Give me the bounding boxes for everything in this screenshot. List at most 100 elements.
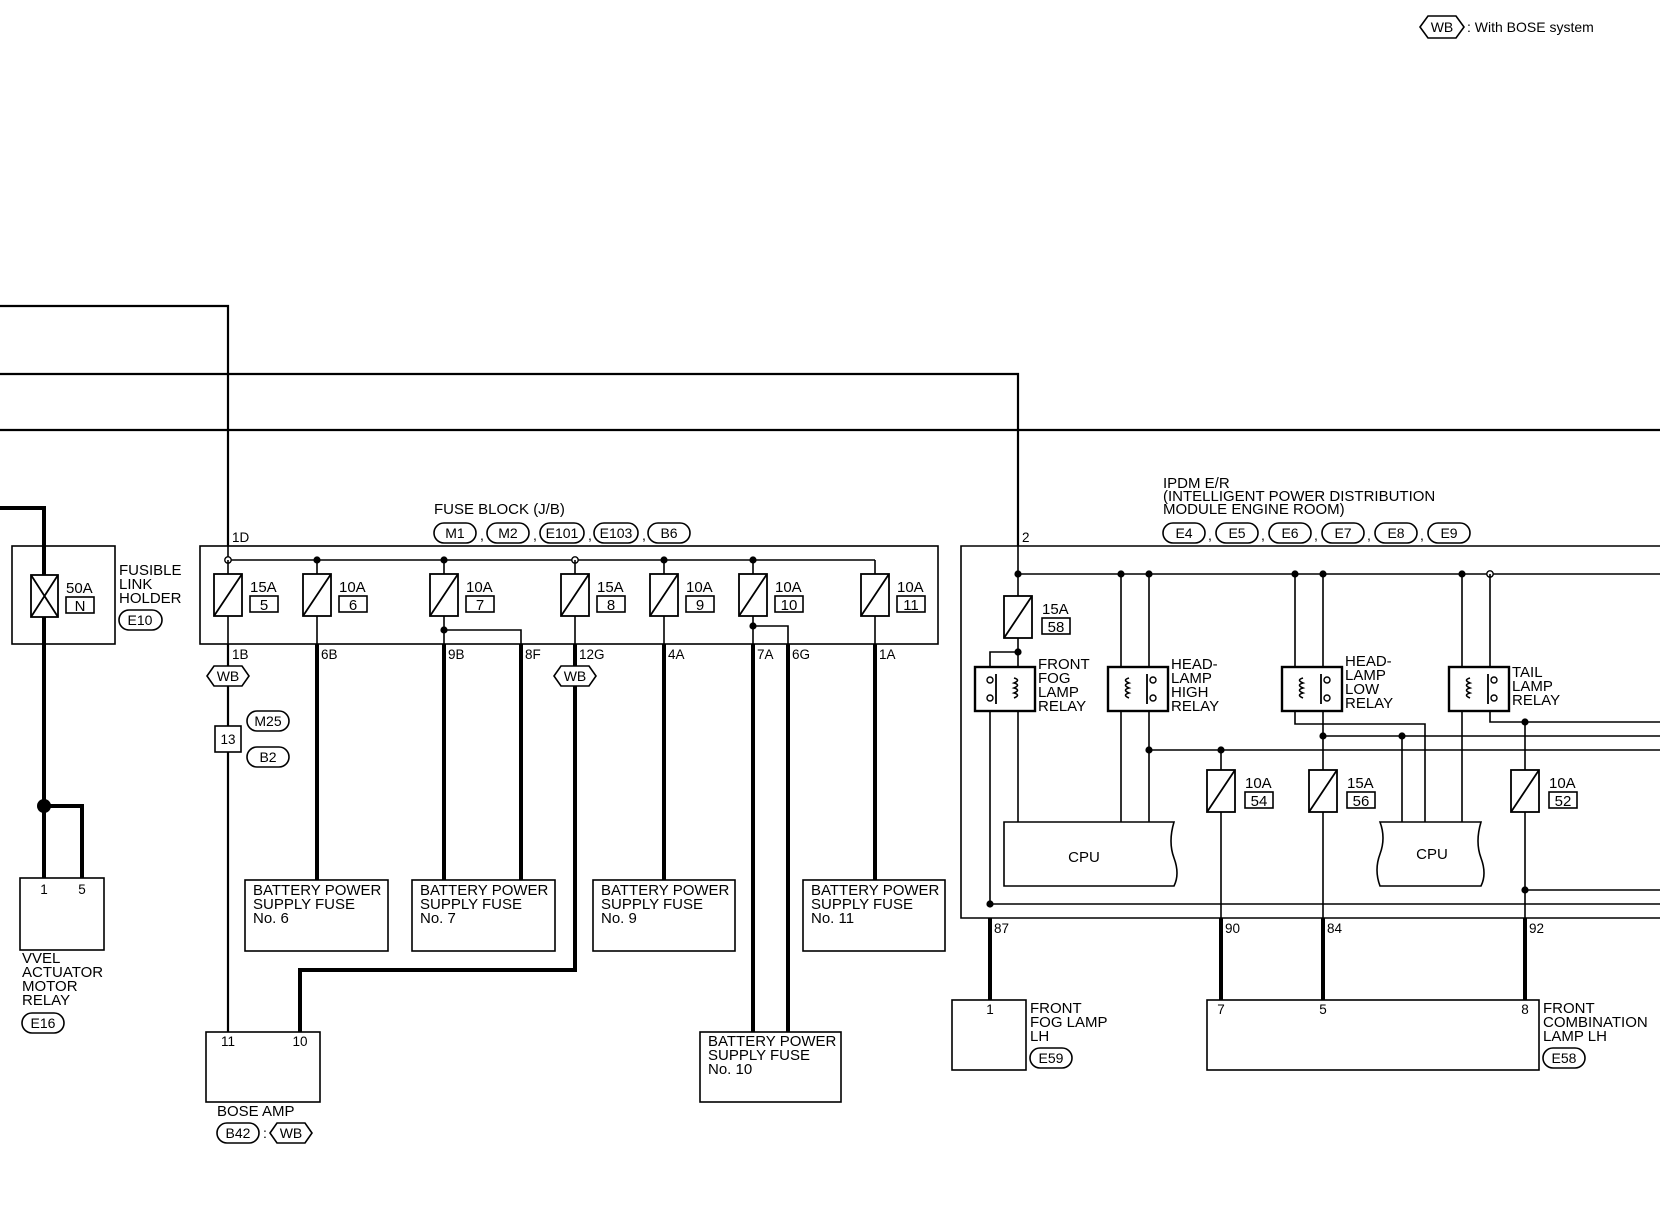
fuse-number: 6 bbox=[349, 597, 357, 614]
bf-line: BATTERY POWER bbox=[420, 882, 549, 899]
fb-pin: 9B bbox=[448, 647, 465, 662]
joint-conn-b2: B2 bbox=[259, 749, 276, 765]
front-fog-lamp-lh: 1 FRONT FOG LAMP LH E59 bbox=[951, 999, 1108, 1071]
relay-label: HEAD- bbox=[1171, 656, 1218, 673]
fuse-block: FUSE BLOCK (J/B) M1 , M2 , E101 , E103 ,… bbox=[199, 501, 939, 662]
fusible-link-label-2: LINK bbox=[119, 576, 152, 593]
bose-pin-10: 10 bbox=[292, 1034, 307, 1049]
battery-fuse-no7: BATTERY POWER SUPPLY FUSE No. 7 bbox=[411, 879, 556, 952]
comma: , bbox=[1420, 527, 1424, 543]
fuse-number: 54 bbox=[1251, 793, 1268, 810]
fb-fuse-7: 10A 7 bbox=[429, 573, 495, 617]
fb-conn-e101: E101 bbox=[546, 525, 579, 541]
fb-fuse-9: 10A 9 bbox=[649, 573, 715, 617]
fuse-number: 10 bbox=[781, 597, 798, 614]
fb-fuse-5: 15A 5 bbox=[213, 573, 279, 617]
main-wires bbox=[0, 304, 1660, 806]
relay-label: TAIL bbox=[1512, 664, 1543, 681]
relay-front-fog: FRONT FOG LAMP RELAY bbox=[973, 656, 1090, 715]
cpu-label: CPU bbox=[1068, 849, 1100, 866]
battery-fuse-no9: BATTERY POWER SUPPLY FUSE No. 9 bbox=[592, 879, 736, 952]
ipdm-title: IPDM E/R bbox=[1163, 475, 1230, 492]
fuse-number: 52 bbox=[1555, 793, 1572, 810]
fb-pin: 7A bbox=[757, 647, 774, 662]
relay-label: HEAD- bbox=[1345, 653, 1392, 670]
ipdm-output-wires bbox=[988, 918, 1527, 1000]
fuse-number: 9 bbox=[696, 597, 704, 614]
ipdm-conn: E5 bbox=[1228, 525, 1245, 541]
cpu-2: CPU bbox=[1376, 821, 1485, 887]
vvel-connector: E16 bbox=[31, 1015, 56, 1031]
fb-fuse-11: 10A 11 bbox=[860, 573, 926, 617]
fb-pin: 6G bbox=[792, 647, 810, 662]
relay-headlamp-high: HEAD- LAMP HIGH RELAY bbox=[1106, 656, 1219, 715]
fusible-link-connector: E10 bbox=[128, 612, 153, 628]
fb-pin: 1A bbox=[879, 647, 896, 662]
relay-label: LAMP bbox=[1512, 678, 1553, 695]
comma: , bbox=[533, 527, 537, 543]
combo-label: FRONT bbox=[1543, 1000, 1595, 1017]
relay-label: FOG bbox=[1038, 670, 1071, 687]
fuse-rating: 15A bbox=[250, 579, 277, 596]
fuse-rating: 15A bbox=[597, 579, 624, 596]
joint-conn-m25: M25 bbox=[254, 713, 281, 729]
bose-tag: WB bbox=[280, 1125, 303, 1141]
bf-line: No. 10 bbox=[708, 1061, 752, 1078]
relay-label: FRONT bbox=[1038, 656, 1090, 673]
comma: , bbox=[642, 527, 646, 543]
comma: , bbox=[588, 527, 592, 543]
relay-label: RELAY bbox=[1345, 695, 1393, 712]
battery-fuse-no10: BATTERY POWER SUPPLY FUSE No. 10 bbox=[699, 1031, 842, 1103]
fuse-rating: 10A bbox=[897, 579, 924, 596]
bf-line: BATTERY POWER bbox=[253, 882, 382, 899]
relay-headlamp-low: HEAD- LAMP LOW RELAY bbox=[1280, 653, 1393, 713]
fuse-block-connectors: M1 , M2 , E101 , E103 , B6 bbox=[433, 522, 691, 544]
ipdm-pin: 84 bbox=[1327, 921, 1343, 936]
relay-label: LAMP bbox=[1171, 670, 1212, 687]
fog-label: LH bbox=[1030, 1028, 1049, 1045]
ipdm-connectors: E4 , E5 , E6 , E7 , E8 , E9 bbox=[1162, 522, 1471, 544]
ipdm-conn: E9 bbox=[1440, 525, 1457, 541]
combo-pin: 7 bbox=[1217, 1002, 1225, 1017]
combo-pin: 8 bbox=[1521, 1002, 1529, 1017]
combo-label: LAMP LH bbox=[1543, 1028, 1607, 1045]
bose-label: BOSE AMP bbox=[217, 1103, 295, 1120]
fb-conn-m1: M1 bbox=[445, 525, 465, 541]
fb-pin: 1B bbox=[232, 647, 249, 662]
wb-mark-2: WB bbox=[564, 668, 587, 684]
battery-fuse-no11: BATTERY POWER SUPPLY FUSE No. 11 bbox=[802, 879, 946, 952]
vvel-label-3: MOTOR bbox=[22, 978, 78, 995]
bf-line: SUPPLY FUSE bbox=[420, 896, 522, 913]
bf-line: BATTERY POWER bbox=[601, 882, 730, 899]
fuse-rating: 10A bbox=[1245, 775, 1272, 792]
fog-label: FRONT bbox=[1030, 1000, 1082, 1017]
ipdm-pin: 87 bbox=[994, 921, 1009, 936]
bf-line: No. 9 bbox=[601, 910, 637, 927]
fb-pin: 6B bbox=[321, 647, 338, 662]
fb-pin: 4A bbox=[668, 647, 685, 662]
vvel-relay-branch: 1 5 VVEL ACTUATOR MOTOR RELAY E16 bbox=[19, 644, 105, 1034]
ipdm-conn: E8 bbox=[1387, 525, 1404, 541]
fuse-number: 11 bbox=[903, 597, 919, 614]
fb-conn-m2: M2 bbox=[498, 525, 518, 541]
ipdm-title: (INTELLIGENT POWER DISTRIBUTION bbox=[1163, 488, 1435, 505]
fuse-number: 8 bbox=[607, 597, 615, 614]
fusible-link-rating: 50A bbox=[66, 580, 93, 597]
bf-line: No. 7 bbox=[420, 910, 456, 927]
fog-pin: 1 bbox=[986, 1002, 994, 1017]
comma: , bbox=[1208, 527, 1212, 543]
comma: , bbox=[480, 527, 484, 543]
fb-fuse-6: 10A 6 bbox=[302, 573, 368, 617]
vvel-label-4: RELAY bbox=[22, 992, 70, 1009]
fb-fuse-10: 10A 10 bbox=[738, 573, 804, 617]
ipdm-conn: E4 bbox=[1175, 525, 1192, 541]
fb-fuse-8: 15A 8 bbox=[560, 573, 626, 617]
relay-tail-lamp: TAIL LAMP RELAY bbox=[1447, 664, 1560, 713]
front-combination-lamp-lh: 7 5 8 FRONT COMBINATION LAMP LH E58 bbox=[1206, 999, 1648, 1071]
fb-pin: 12G bbox=[579, 647, 605, 662]
fusible-link-holder: 50A N FUSIBLE LINK HOLDER E10 bbox=[11, 545, 182, 645]
ipdm-pin: 90 bbox=[1225, 921, 1240, 936]
fuse-rating: 10A bbox=[339, 579, 366, 596]
bose-connector: B42 bbox=[226, 1125, 251, 1141]
bf-line: BATTERY POWER bbox=[811, 882, 940, 899]
